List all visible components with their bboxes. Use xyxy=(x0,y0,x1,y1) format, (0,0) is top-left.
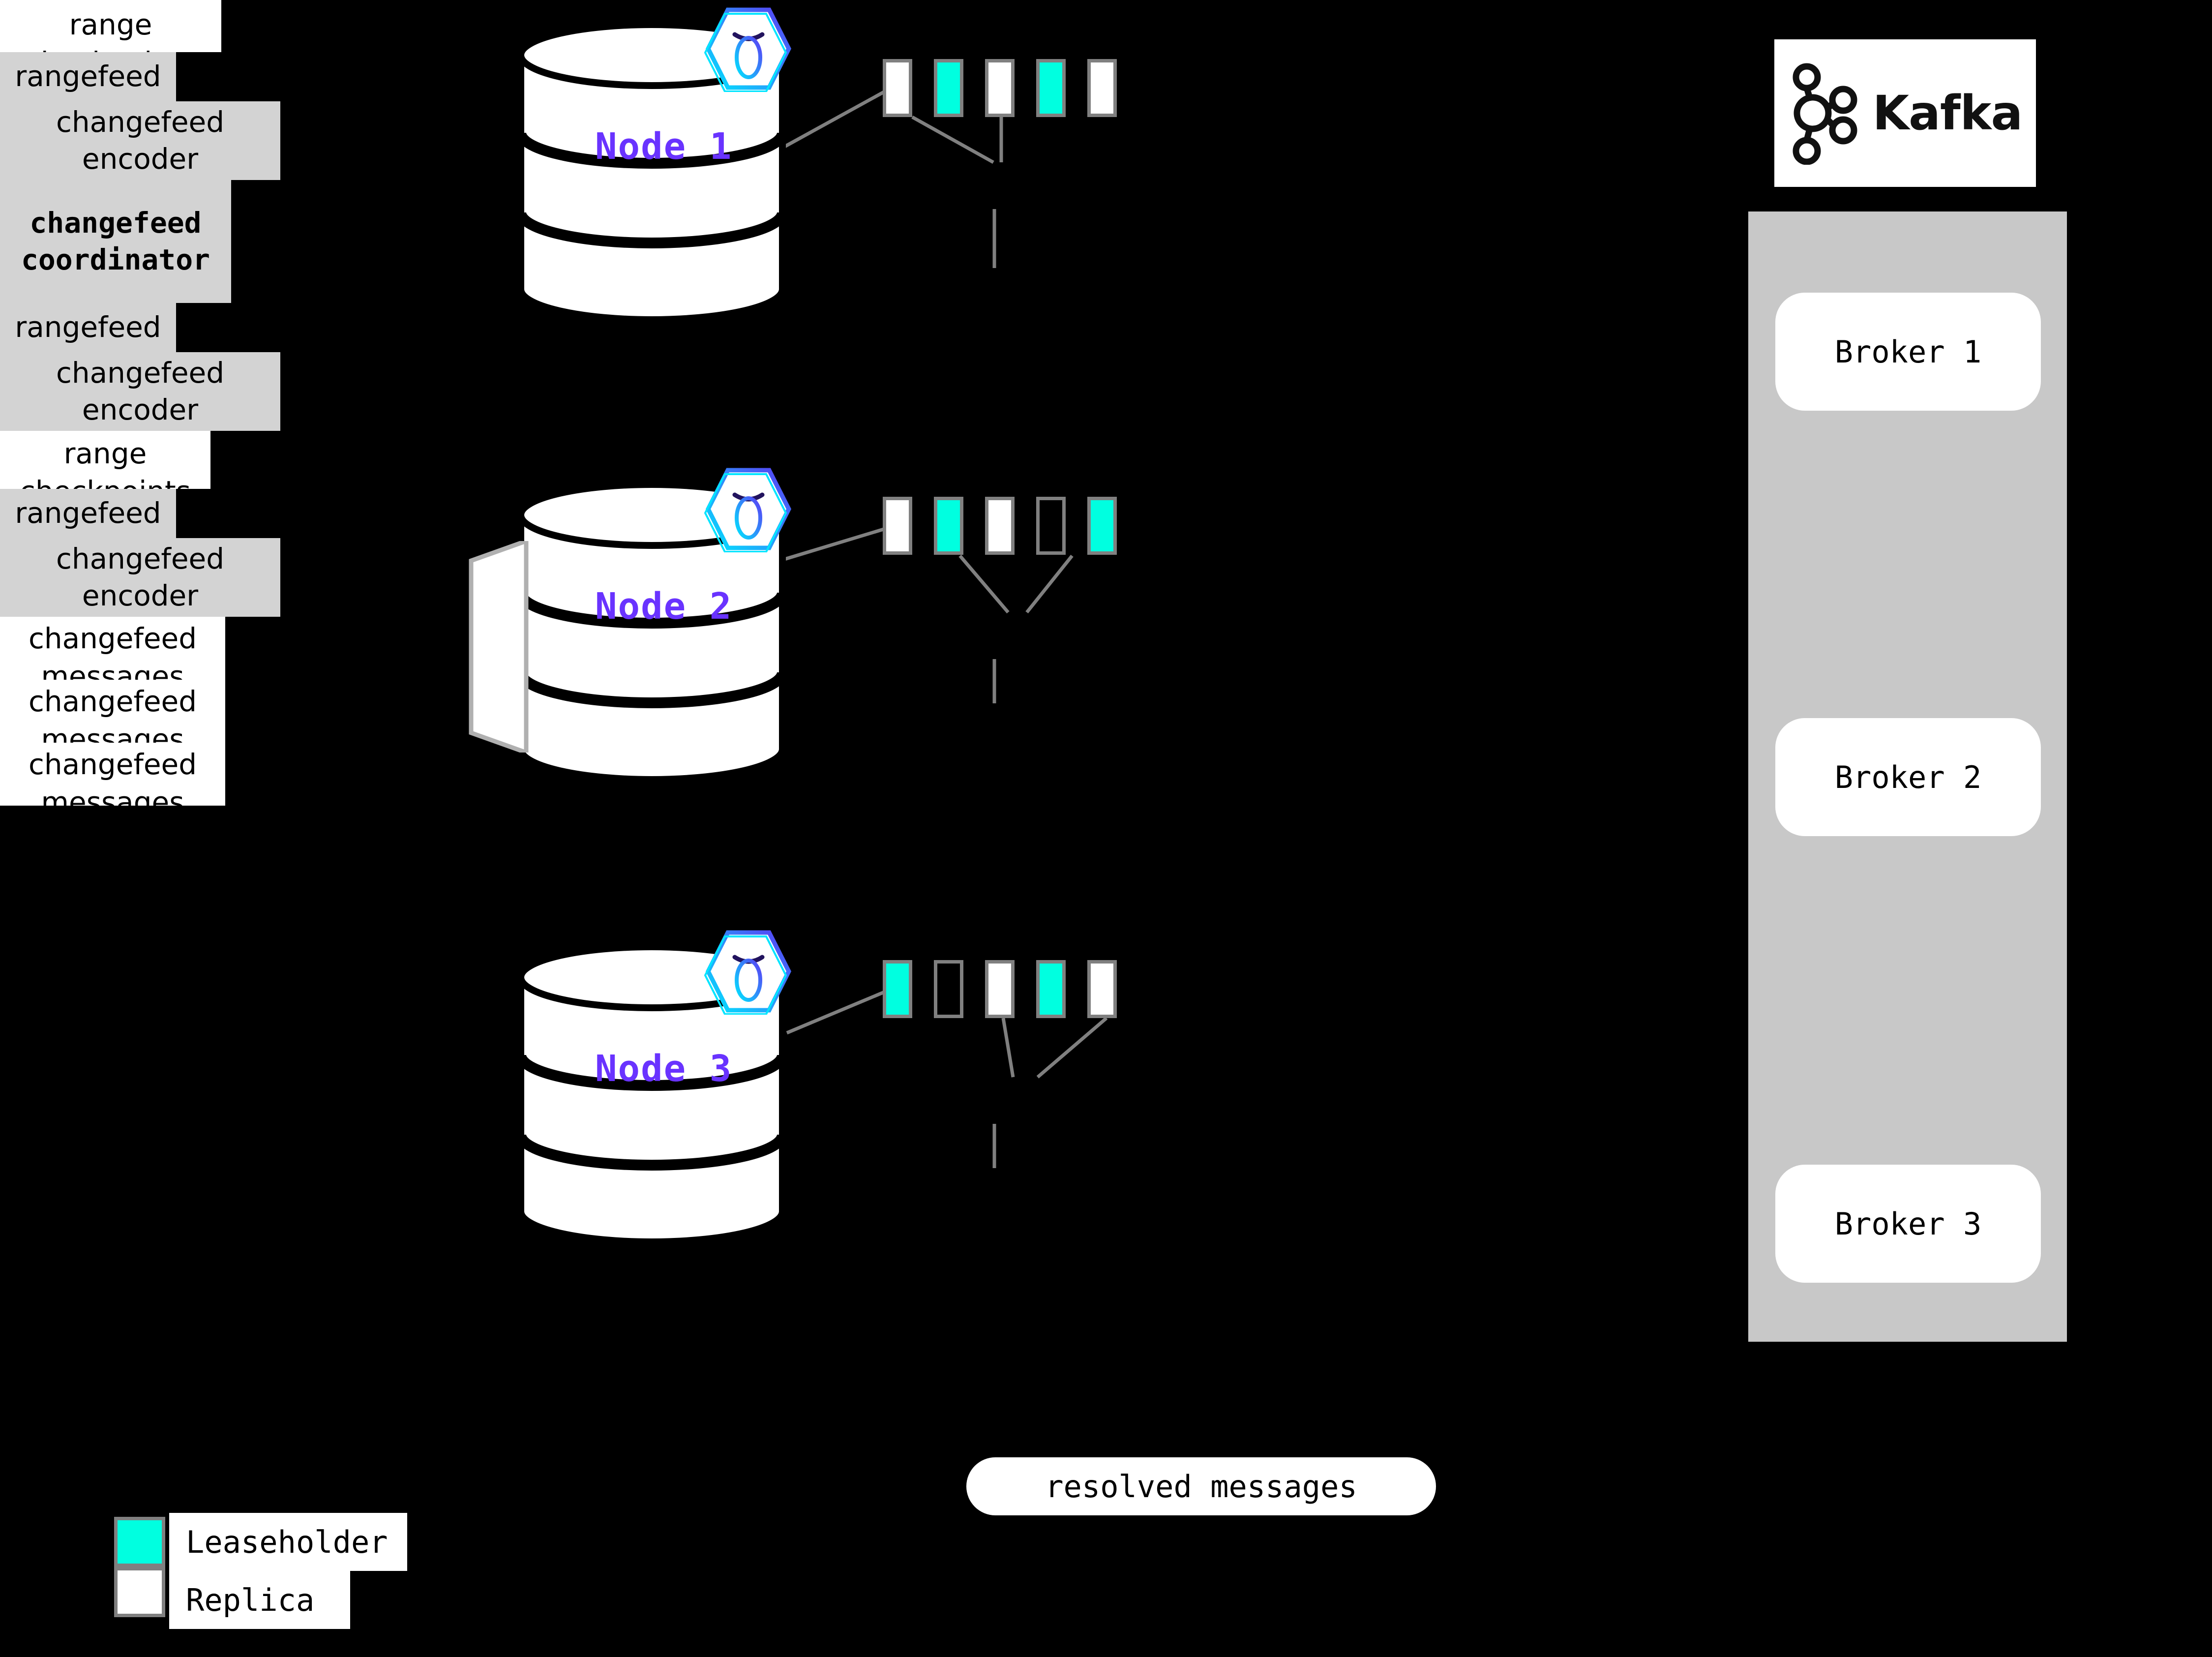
range-box[interactable] xyxy=(985,960,1015,1018)
node-2-rangefeed-box[interactable]: rangefeed xyxy=(0,303,176,352)
broker-3-box[interactable]: Broker 3 xyxy=(1775,1165,2041,1283)
label-line-1: range xyxy=(69,8,152,41)
arrowhead-icon xyxy=(2061,964,2124,998)
legend-label-leaseholder: Leaseholder xyxy=(169,1513,407,1571)
label-line-1: range xyxy=(63,437,147,470)
encoder-line-1: changefeed xyxy=(56,356,225,390)
legend-swatch-replica xyxy=(114,1567,165,1617)
changefeed-messages-label-2: changefeed messages xyxy=(0,680,225,743)
node-3-changefeed-encoder-box[interactable]: changefeed encoder xyxy=(0,538,280,617)
broker-1-box[interactable]: Broker 1 xyxy=(1775,293,2041,411)
range-box[interactable] xyxy=(1087,960,1117,1018)
range-box[interactable] xyxy=(883,59,912,117)
node-1-label: Node 1 xyxy=(595,125,733,168)
label-line-2: checkpoints xyxy=(0,473,210,489)
node-2-label: Node 2 xyxy=(595,585,733,628)
label-line-2: messages xyxy=(41,722,184,743)
resolved-messages-pill[interactable]: resolved messages xyxy=(966,1457,1436,1515)
encoder-line-2: encoder xyxy=(82,142,199,176)
encoder-line-1: changefeed xyxy=(56,105,225,139)
range-box[interactable] xyxy=(1087,59,1117,117)
changefeed-messages-label-3: changefeed messages xyxy=(0,743,225,806)
range-box[interactable] xyxy=(1036,960,1066,1018)
coordinator-connector-wedge xyxy=(467,538,546,756)
legend-label-replica: Replica xyxy=(169,1571,350,1629)
range-box[interactable] xyxy=(883,960,912,1018)
changefeed-coordinator-box[interactable]: changefeed coordinator xyxy=(0,180,231,303)
label-line-1: changefeed xyxy=(28,685,197,718)
range-box[interactable] xyxy=(1087,497,1117,555)
label-line-1: changefeed xyxy=(28,622,197,655)
label-line-2: checkpoints xyxy=(0,44,221,52)
label-line-1: changefeed xyxy=(28,748,197,781)
encoder-line-2: encoder xyxy=(82,393,199,426)
coordinator-line-1: changefeed xyxy=(30,206,202,240)
range-box[interactable] xyxy=(1036,497,1066,555)
coordinator-line-2: coordinator xyxy=(21,243,210,276)
node-3-range-checkpoints-label: range checkpoints xyxy=(0,431,210,489)
kafka-nodes-icon xyxy=(1793,63,1857,165)
changefeed-messages-label-1: changefeed messages xyxy=(0,617,225,680)
range-box[interactable] xyxy=(883,497,912,555)
encoder-line-1: changefeed xyxy=(56,542,225,575)
cockroachdb-logo-icon xyxy=(704,466,793,553)
kafka-logo-text: Kafka xyxy=(1872,86,2023,141)
node-1-changefeed-encoder-box[interactable]: changefeed encoder xyxy=(0,101,280,180)
kafka-logo: Kafka xyxy=(1774,39,2036,187)
legend-swatch-leaseholder xyxy=(114,1517,165,1567)
range-box[interactable] xyxy=(934,497,963,555)
broker-2-box[interactable]: Broker 2 xyxy=(1775,718,2041,836)
label-line-2: messages xyxy=(41,785,184,806)
node-3-rangefeed-box[interactable]: rangefeed xyxy=(0,489,176,538)
cockroachdb-logo-icon xyxy=(704,6,793,92)
cockroachdb-logo-icon xyxy=(704,929,793,1015)
range-box[interactable] xyxy=(934,59,963,117)
range-box[interactable] xyxy=(985,497,1015,555)
range-box[interactable] xyxy=(934,960,963,1018)
range-box[interactable] xyxy=(985,59,1015,117)
node-1-range-checkpoints-label: range checkpoints xyxy=(0,0,221,52)
node-3-label: Node 3 xyxy=(595,1048,733,1090)
range-box[interactable] xyxy=(1036,59,1066,117)
node-2-changefeed-encoder-box[interactable]: changefeed encoder xyxy=(0,352,280,431)
label-line-2: messages xyxy=(41,659,184,680)
node-1-rangefeed-box[interactable]: rangefeed xyxy=(0,52,176,101)
encoder-line-2: encoder xyxy=(82,579,199,612)
